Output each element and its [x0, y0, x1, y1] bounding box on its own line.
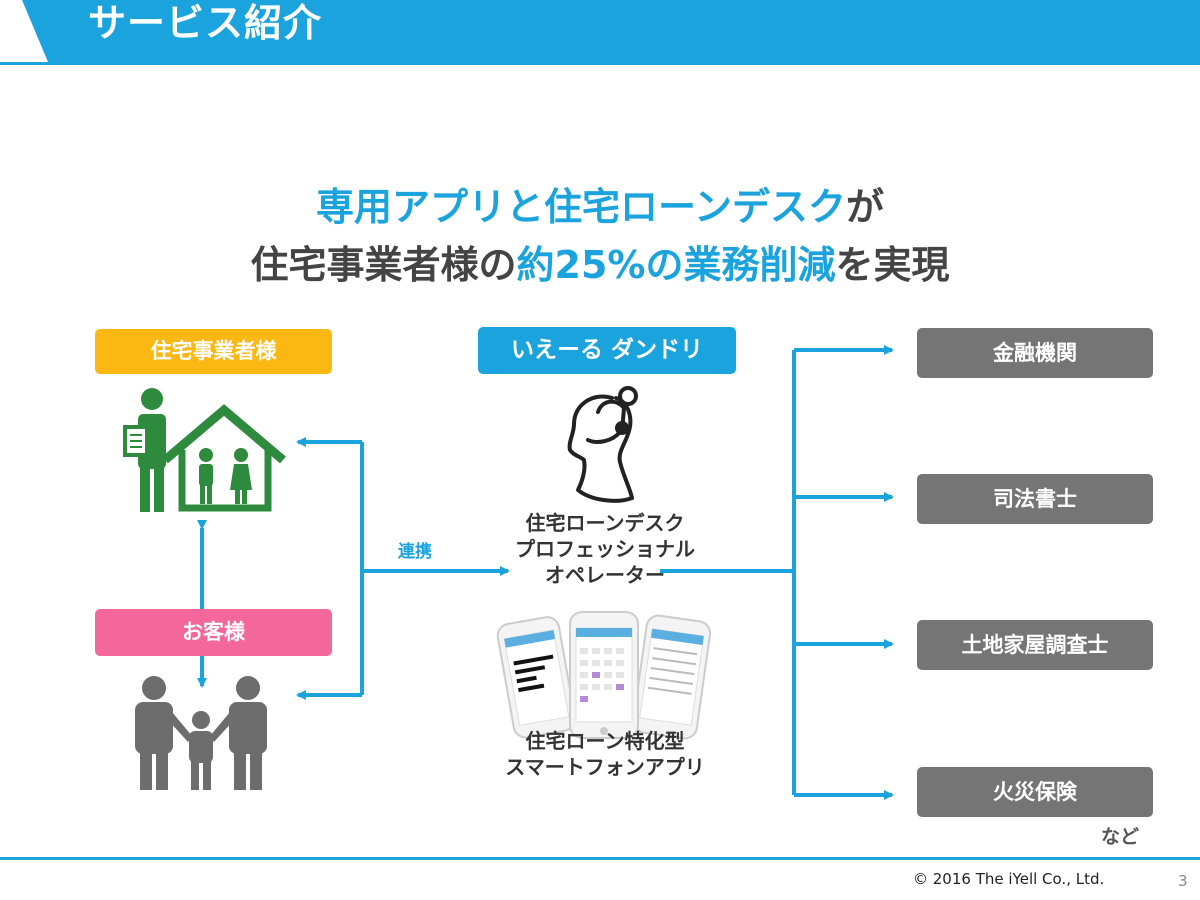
- header-slash-icon: [0, 0, 48, 63]
- destination-fire-insurance: 火災保険: [917, 767, 1153, 817]
- headset-operator-icon: [567, 386, 638, 503]
- smartphone-app-icon: [496, 611, 712, 740]
- operator-caption: 住宅ローンデスク プロフェッショナル オペレーター: [480, 510, 730, 588]
- business-label: 住宅事業者様: [95, 329, 332, 374]
- operator-caption-line: 住宅ローンデスク: [525, 511, 685, 535]
- copyright: © 2016 The iYell Co., Ltd.: [913, 870, 1105, 888]
- service-label: いえーる ダンドリ: [478, 327, 736, 374]
- footer-line: [0, 857, 1200, 860]
- link-label: 連携: [398, 542, 432, 562]
- house-with-family-icon: [162, 404, 286, 512]
- page-number: 3: [1178, 872, 1188, 890]
- headline-line1-dark: が: [846, 185, 885, 229]
- app-caption-line: 住宅ローン特化型: [525, 729, 685, 753]
- customer-label: お客様: [95, 609, 332, 656]
- slide-title: サービス紹介: [88, 1, 323, 45]
- destination-judicial-scrivener: 司法書士: [917, 474, 1153, 524]
- header-bar: [0, 0, 1200, 62]
- headline: 専用アプリと住宅ローンデスクが 住宅事業者様の約25%の業務削減を実現: [0, 178, 1200, 294]
- person-with-document-icon: [123, 388, 166, 512]
- headline-line2-a: 住宅事業者様の: [250, 243, 517, 287]
- destination-financial-institution: 金融機関: [917, 328, 1153, 378]
- headline-line2-blue: 約25%の業務削減: [516, 243, 836, 287]
- headline-line1-blue: 専用アプリと住宅ローンデスク: [315, 185, 847, 229]
- destination-land-surveyor: 土地家屋調査士: [917, 620, 1153, 670]
- app-caption: 住宅ローン特化型 スマートフォンアプリ: [470, 728, 740, 780]
- header-underline: [0, 62, 1200, 65]
- family-icon: [135, 676, 267, 790]
- operator-caption-line: プロフェッショナル: [515, 537, 695, 561]
- app-caption-line: スマートフォンアプリ: [505, 755, 705, 779]
- etc-label: など: [1101, 826, 1140, 848]
- headline-line2-c: を実現: [835, 243, 950, 287]
- operator-caption-line: オペレーター: [545, 563, 665, 587]
